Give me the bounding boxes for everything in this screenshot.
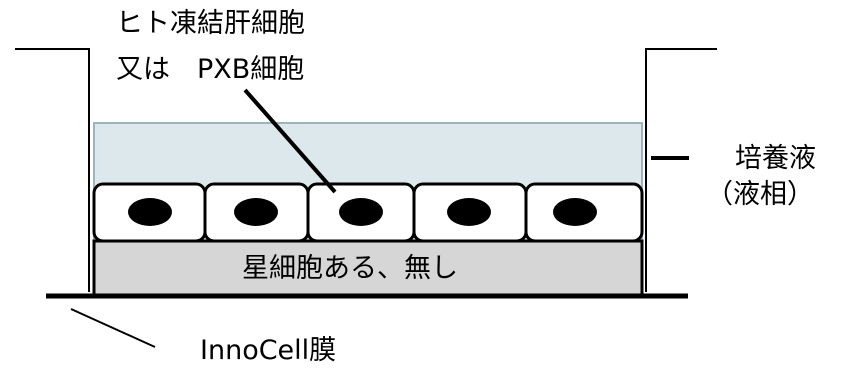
membrane-pointer-line [70, 308, 156, 348]
insert-right-wall [645, 48, 717, 292]
cells-label-line2: 又は PXB細胞 [116, 54, 305, 85]
hepatocyte-row [92, 182, 644, 243]
hepatocyte-nucleus [128, 198, 172, 226]
membrane-label: InnoCell膜 [200, 335, 337, 366]
hepatocyte-nucleus [234, 198, 278, 226]
cells-label-line1: ヒト凍結肝細胞 [116, 8, 305, 39]
medium-label-line1: 培養液 [735, 143, 816, 174]
stellate-layer-label: 星細胞ある、無し [242, 253, 458, 284]
hepatocyte-nucleus [553, 198, 597, 226]
insert-left-wall [15, 48, 90, 292]
hepatocyte-nucleus [447, 198, 491, 226]
hepatocyte-nucleus [339, 198, 383, 226]
medium-label-line2: （液相） [706, 179, 814, 210]
cells-pointer-line [243, 88, 337, 194]
